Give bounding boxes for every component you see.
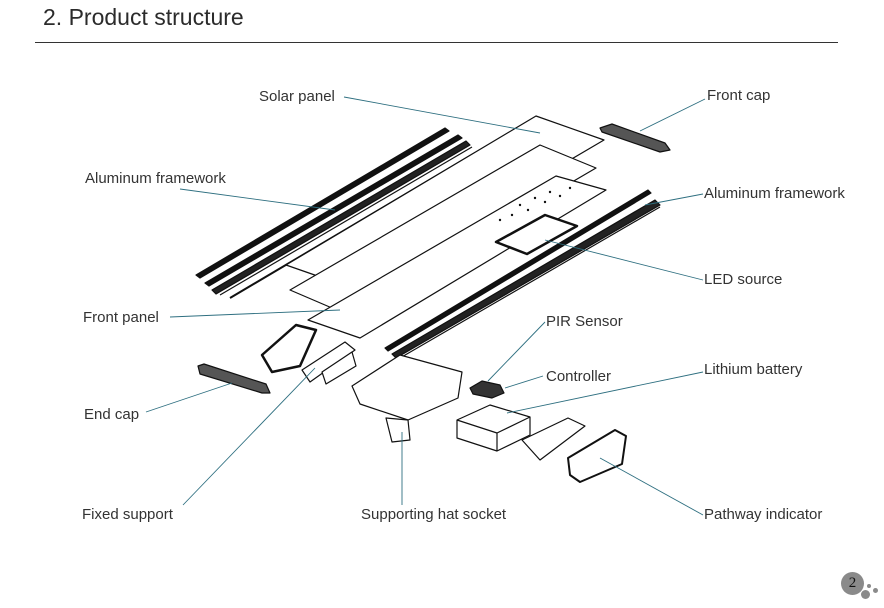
head-housing-left-part: [260, 323, 318, 374]
leader-controller: [504, 375, 544, 389]
decorative-dot: [861, 590, 870, 599]
leader-aluminum-left: [179, 188, 336, 211]
label-pir-sensor: PIR Sensor: [546, 313, 623, 330]
decorative-dot: [867, 584, 871, 588]
decorative-dot: [873, 588, 878, 593]
leader-solar-panel: [343, 96, 541, 134]
leader-front-panel: [169, 309, 341, 318]
label-led-source: LED source: [704, 271, 783, 288]
label-lithium-battery: Lithium battery: [704, 361, 803, 378]
label-supporting-hat-socket: Supporting hat socket: [361, 506, 507, 523]
title-divider: [35, 42, 838, 43]
leader-lines: [145, 96, 706, 516]
fixed-support-part: [301, 341, 356, 383]
pathway-indicator-part: [567, 429, 627, 483]
controller-part: [469, 380, 505, 399]
leader-front-cap: [639, 98, 706, 132]
leader-end-cap: [145, 382, 233, 413]
label-solar-panel: Solar panel: [259, 88, 335, 105]
front-cap-part: [599, 123, 671, 153]
supporting-hat-socket-part: [385, 417, 411, 443]
aluminum-framework-right-part: [384, 189, 661, 359]
label-fixed-support: Fixed support: [82, 506, 173, 523]
label-aluminum-framework-right: Aluminum framework: [704, 185, 845, 202]
leader-led-source: [544, 239, 704, 281]
lithium-battery-part: [456, 404, 531, 452]
led-dots: [498, 186, 572, 222]
leader-pir-sensor: [487, 321, 546, 382]
light-board-part: [289, 144, 597, 315]
label-end-cap: End cap: [84, 406, 140, 423]
led-source-part: [494, 213, 579, 256]
end-cap-part: [197, 363, 271, 394]
leader-fixed-support: [182, 367, 316, 506]
page-number-badge: 2: [841, 572, 864, 595]
label-front-cap: Front cap: [707, 87, 771, 104]
page-title: 2. Product structure: [43, 4, 244, 30]
label-controller: Controller: [546, 368, 612, 385]
head-housing-part: [351, 354, 463, 421]
leader-pathway-indicator: [599, 457, 704, 516]
label-pathway-indicator: Pathway indicator: [704, 506, 823, 523]
label-front-panel: Front panel: [83, 309, 159, 326]
front-panel-part: [307, 175, 607, 339]
leader-lithium-battery: [506, 371, 704, 414]
label-aluminum-framework-left: Aluminum framework: [85, 170, 226, 187]
leader-aluminum-right: [644, 193, 704, 206]
